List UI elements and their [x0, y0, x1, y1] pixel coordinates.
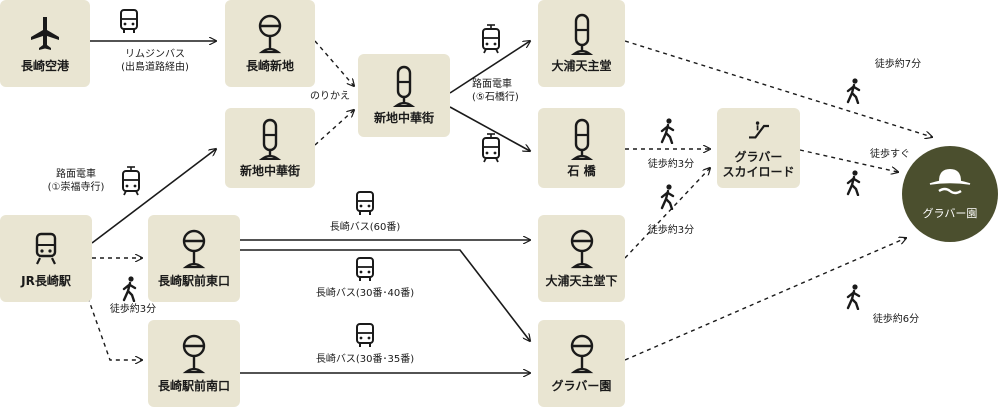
- tram-stop-sign-icon: [570, 13, 593, 55]
- node-label: 長崎駅前東口: [157, 274, 230, 288]
- node-oura-tenshudo: 大浦天主堂: [538, 0, 625, 87]
- bus-icon: [356, 257, 374, 281]
- goal-label: グラバー園: [922, 207, 978, 220]
- node-ishibashi: 石 橋: [538, 108, 625, 188]
- node-nagasaki-airport: 長崎空港: [0, 0, 90, 87]
- label-limousine-bus: リムジンバス (出島道路経由): [121, 49, 189, 73]
- node-glover-en-stop: グラバー園: [538, 320, 625, 407]
- node-shinchi-chukagai-bus: 新地中華街: [225, 108, 315, 188]
- node-label: 大浦天主堂下: [545, 274, 618, 288]
- node-jr-nagasaki: JR長崎駅: [0, 215, 92, 302]
- walking-person-icon: [846, 170, 861, 196]
- hat-logo-icon: [929, 169, 971, 195]
- line-jr-to-south-exit: [79, 274, 142, 360]
- tram-icon: [482, 24, 500, 54]
- label-walk-3-oura: 徒歩約3分: [647, 225, 695, 236]
- node-label: JR長崎駅: [21, 274, 71, 288]
- node-ekimae-higashiguchi: 長崎駅前東口: [148, 215, 240, 302]
- node-label: 石 橋: [567, 163, 596, 178]
- train-icon: [35, 232, 57, 265]
- label-walk-3-east: 徒歩約3分: [109, 304, 157, 315]
- node-label: グラバー園: [551, 379, 612, 393]
- airplane-icon: [31, 17, 59, 50]
- line-oura-shita-to-skyroad: [624, 168, 710, 259]
- node-nagasaki-shinchi: 長崎新地: [225, 0, 315, 87]
- node-label: 長崎駅前南口: [157, 379, 230, 393]
- label-bus-30-35: 長崎バス(30番･35番): [315, 354, 415, 365]
- label-walk-7: 徒歩約7分: [874, 59, 922, 70]
- bus-stop-sign-icon: [570, 229, 593, 269]
- walking-person-icon: [660, 118, 675, 144]
- escalator-icon: [748, 121, 769, 139]
- bus-stop-sign-icon: [182, 229, 206, 269]
- walking-person-icon: [122, 276, 137, 302]
- tram-stop-sign-icon: [570, 118, 593, 160]
- label-bus-30-40: 長崎バス(30番･40番): [315, 288, 415, 299]
- node-label: 大浦天主堂: [551, 59, 612, 73]
- line-oura-to-goal: [624, 40, 932, 137]
- node-shinchi-chukagai-tram: 新地中華街: [358, 54, 450, 137]
- label-tram-sofukuji: 路面電車 (①崇福寺行): [47, 169, 105, 193]
- bus-icon: [120, 9, 138, 33]
- label-tram-ishibashi: 路面電車 (⑤石橋行): [472, 79, 519, 103]
- node-glover-skyroad: グラバー スカイロード: [717, 108, 800, 188]
- node-label: 新地中華街: [373, 111, 434, 125]
- line-bus30-40: [240, 249, 530, 341]
- goal-glover-garden: グラバー園: [902, 146, 998, 242]
- walking-person-icon: [846, 284, 861, 310]
- line-skyroad-to-goal: [799, 149, 898, 172]
- label-walk-sugu: 徒歩すぐ: [870, 149, 910, 160]
- tram-icon: [482, 133, 500, 163]
- node-oura-tenshudo-shita: 大浦天主堂下: [538, 215, 625, 302]
- node-label: 長崎新地: [245, 59, 294, 73]
- line-jr-to-chukagai-tram: [91, 149, 216, 244]
- line-chukagai-to-ishibashi: [449, 106, 530, 151]
- node-ekimae-minamiguchi: 長崎駅前南口: [148, 320, 240, 407]
- bus-stop-sign-icon: [258, 14, 282, 54]
- tram-stop-sign-icon: [392, 65, 416, 107]
- node-label: 新地中華街: [239, 163, 300, 178]
- walking-person-icon: [660, 184, 675, 210]
- label-bus-60: 長崎バス(60番): [329, 222, 401, 233]
- node-label: 長崎空港: [20, 59, 69, 73]
- tram-icon: [122, 166, 140, 196]
- line-shinchi-to-chukagai: [314, 40, 354, 86]
- label-walk-6: 徒歩約6分: [872, 314, 920, 325]
- line-chukagai-to-oura: [449, 41, 530, 94]
- label-walk-3-ishibashi: 徒歩約3分: [647, 159, 695, 170]
- tram-stop-sign-icon: [258, 118, 282, 160]
- label-norikae: のりかえ: [310, 91, 350, 102]
- bus-icon: [356, 323, 374, 347]
- line-glover-stop-to-goal: [624, 238, 906, 361]
- walking-person-icon: [846, 78, 861, 104]
- bus-stop-sign-icon: [570, 334, 593, 374]
- bus-stop-sign-icon: [182, 334, 206, 374]
- line-chukagai-bus-to-chukagai-tram: [314, 110, 354, 146]
- node-label: グラバー スカイロード: [722, 150, 795, 179]
- bus-icon: [356, 191, 374, 215]
